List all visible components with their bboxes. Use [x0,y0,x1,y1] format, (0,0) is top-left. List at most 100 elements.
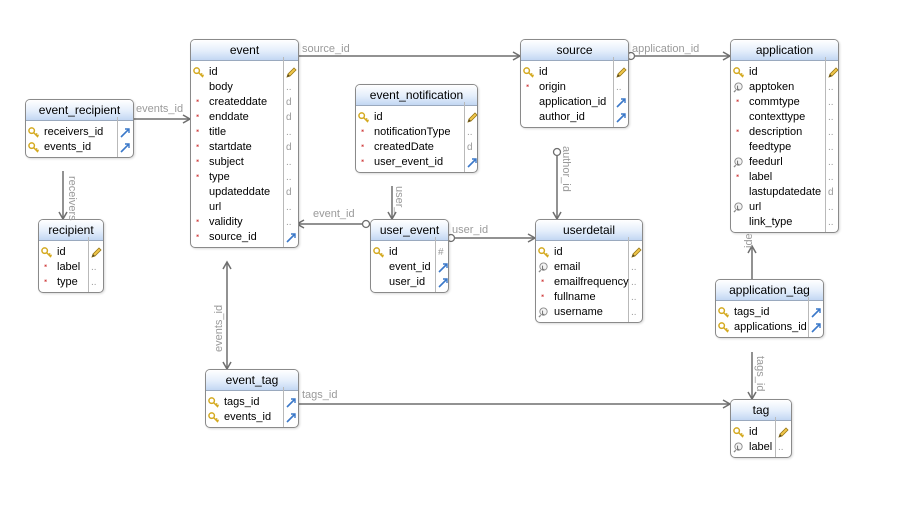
attribute-row[interactable]: id# [371,245,448,260]
index-icon [733,202,744,213]
attribute-name: apptoken [749,81,795,93]
attribute-name: body [209,81,233,93]
attribute-name: author_id [539,111,585,123]
attribute-row[interactable]: author_id [521,110,628,125]
attribute-row[interactable]: tags_id [206,395,298,410]
primary-key-icon [373,247,385,258]
attribute-row[interactable]: label.. [731,170,838,185]
attribute-row[interactable]: id [731,425,791,440]
attribute-type: .. [828,112,834,123]
attribute-name: url [209,201,222,213]
primary-key-icon [358,112,370,123]
attribute-row[interactable]: label.. [731,440,791,455]
attribute-row[interactable]: tags_id [716,305,823,320]
attribute-row[interactable]: fullname.. [536,290,642,305]
attribute-name: updateddate [209,186,271,198]
attribute-row[interactable]: email.. [536,260,642,275]
attribute-row[interactable]: notificationType.. [356,125,477,140]
required-marker-icon [538,292,549,303]
attribute-row[interactable]: feedurl.. [731,155,838,170]
attribute-type: .. [286,217,292,228]
attribute-row[interactable]: contexttype.. [731,110,838,125]
attribute-row[interactable]: validity.. [191,215,298,230]
type-column [613,57,614,127]
attribute-row[interactable]: origin.. [521,80,628,95]
attribute-row[interactable]: type.. [191,170,298,185]
attribute-row[interactable]: id [356,110,477,125]
attribute-name: id [209,66,218,78]
attribute-name: type [209,171,230,183]
required-marker-icon [193,142,204,153]
attribute-row[interactable]: user_event_id [356,155,477,170]
attribute-row[interactable]: applications_id [716,320,823,335]
type-column [435,237,436,292]
attribute-row[interactable]: emailfrequency.. [536,275,642,290]
required-marker-icon [358,127,369,138]
relationship-label: author_id [560,146,572,192]
attribute-row[interactable]: label.. [39,260,103,275]
required-marker-icon [41,277,52,288]
attribute-row[interactable]: source_id [191,230,298,245]
primary-key-icon [718,307,730,318]
attribute-row[interactable]: username.. [536,305,642,320]
attribute-type: .. [286,127,292,138]
attribute-row[interactable]: id [191,65,298,80]
attribute-row[interactable]: title.. [191,125,298,140]
attribute-type: .. [286,157,292,168]
attribute-row[interactable]: id [521,65,628,80]
attribute-row[interactable]: apptoken.. [731,80,838,95]
attribute-row[interactable]: id [536,245,642,260]
arrow-head-icon [722,51,732,61]
attribute-row[interactable]: url.. [191,200,298,215]
attribute-row[interactable]: body.. [191,80,298,95]
attribute-row[interactable]: description.. [731,125,838,140]
attribute-name: label [749,171,773,183]
attribute-name: startdate [209,141,252,153]
attribute-row[interactable]: id [731,65,838,80]
attribute-row[interactable]: id [39,245,103,260]
attribute-row[interactable]: events_id [26,140,133,155]
attribute-row[interactable]: startdate d [191,140,298,155]
attribute-row[interactable]: application_id [521,95,628,110]
attribute-row[interactable]: user_id [371,275,448,290]
attribute-type: .. [828,217,834,228]
attribute-row[interactable]: subject.. [191,155,298,170]
pencil-icon [285,67,297,79]
attribute-row[interactable]: receivers_id [26,125,133,140]
attribute-row[interactable]: commtype.. [731,95,838,110]
attribute-type: d [286,142,292,153]
attribute-row[interactable]: url.. [731,200,838,215]
attribute-row[interactable]: link_type.. [731,215,838,230]
attribute-name: type [57,276,78,288]
attribute-name: event_id [389,261,431,273]
attribute-row[interactable]: event_id [371,260,448,275]
attribute-name: createdDate [374,141,434,153]
arrow-head-icon [222,260,232,270]
attribute-row[interactable]: type.. [39,275,103,290]
attribute-row[interactable]: events_id [206,410,298,425]
attribute-name: lastupdatedate [749,186,822,198]
attribute-row[interactable]: feedtype.. [731,140,838,155]
required-marker-icon [193,112,204,123]
